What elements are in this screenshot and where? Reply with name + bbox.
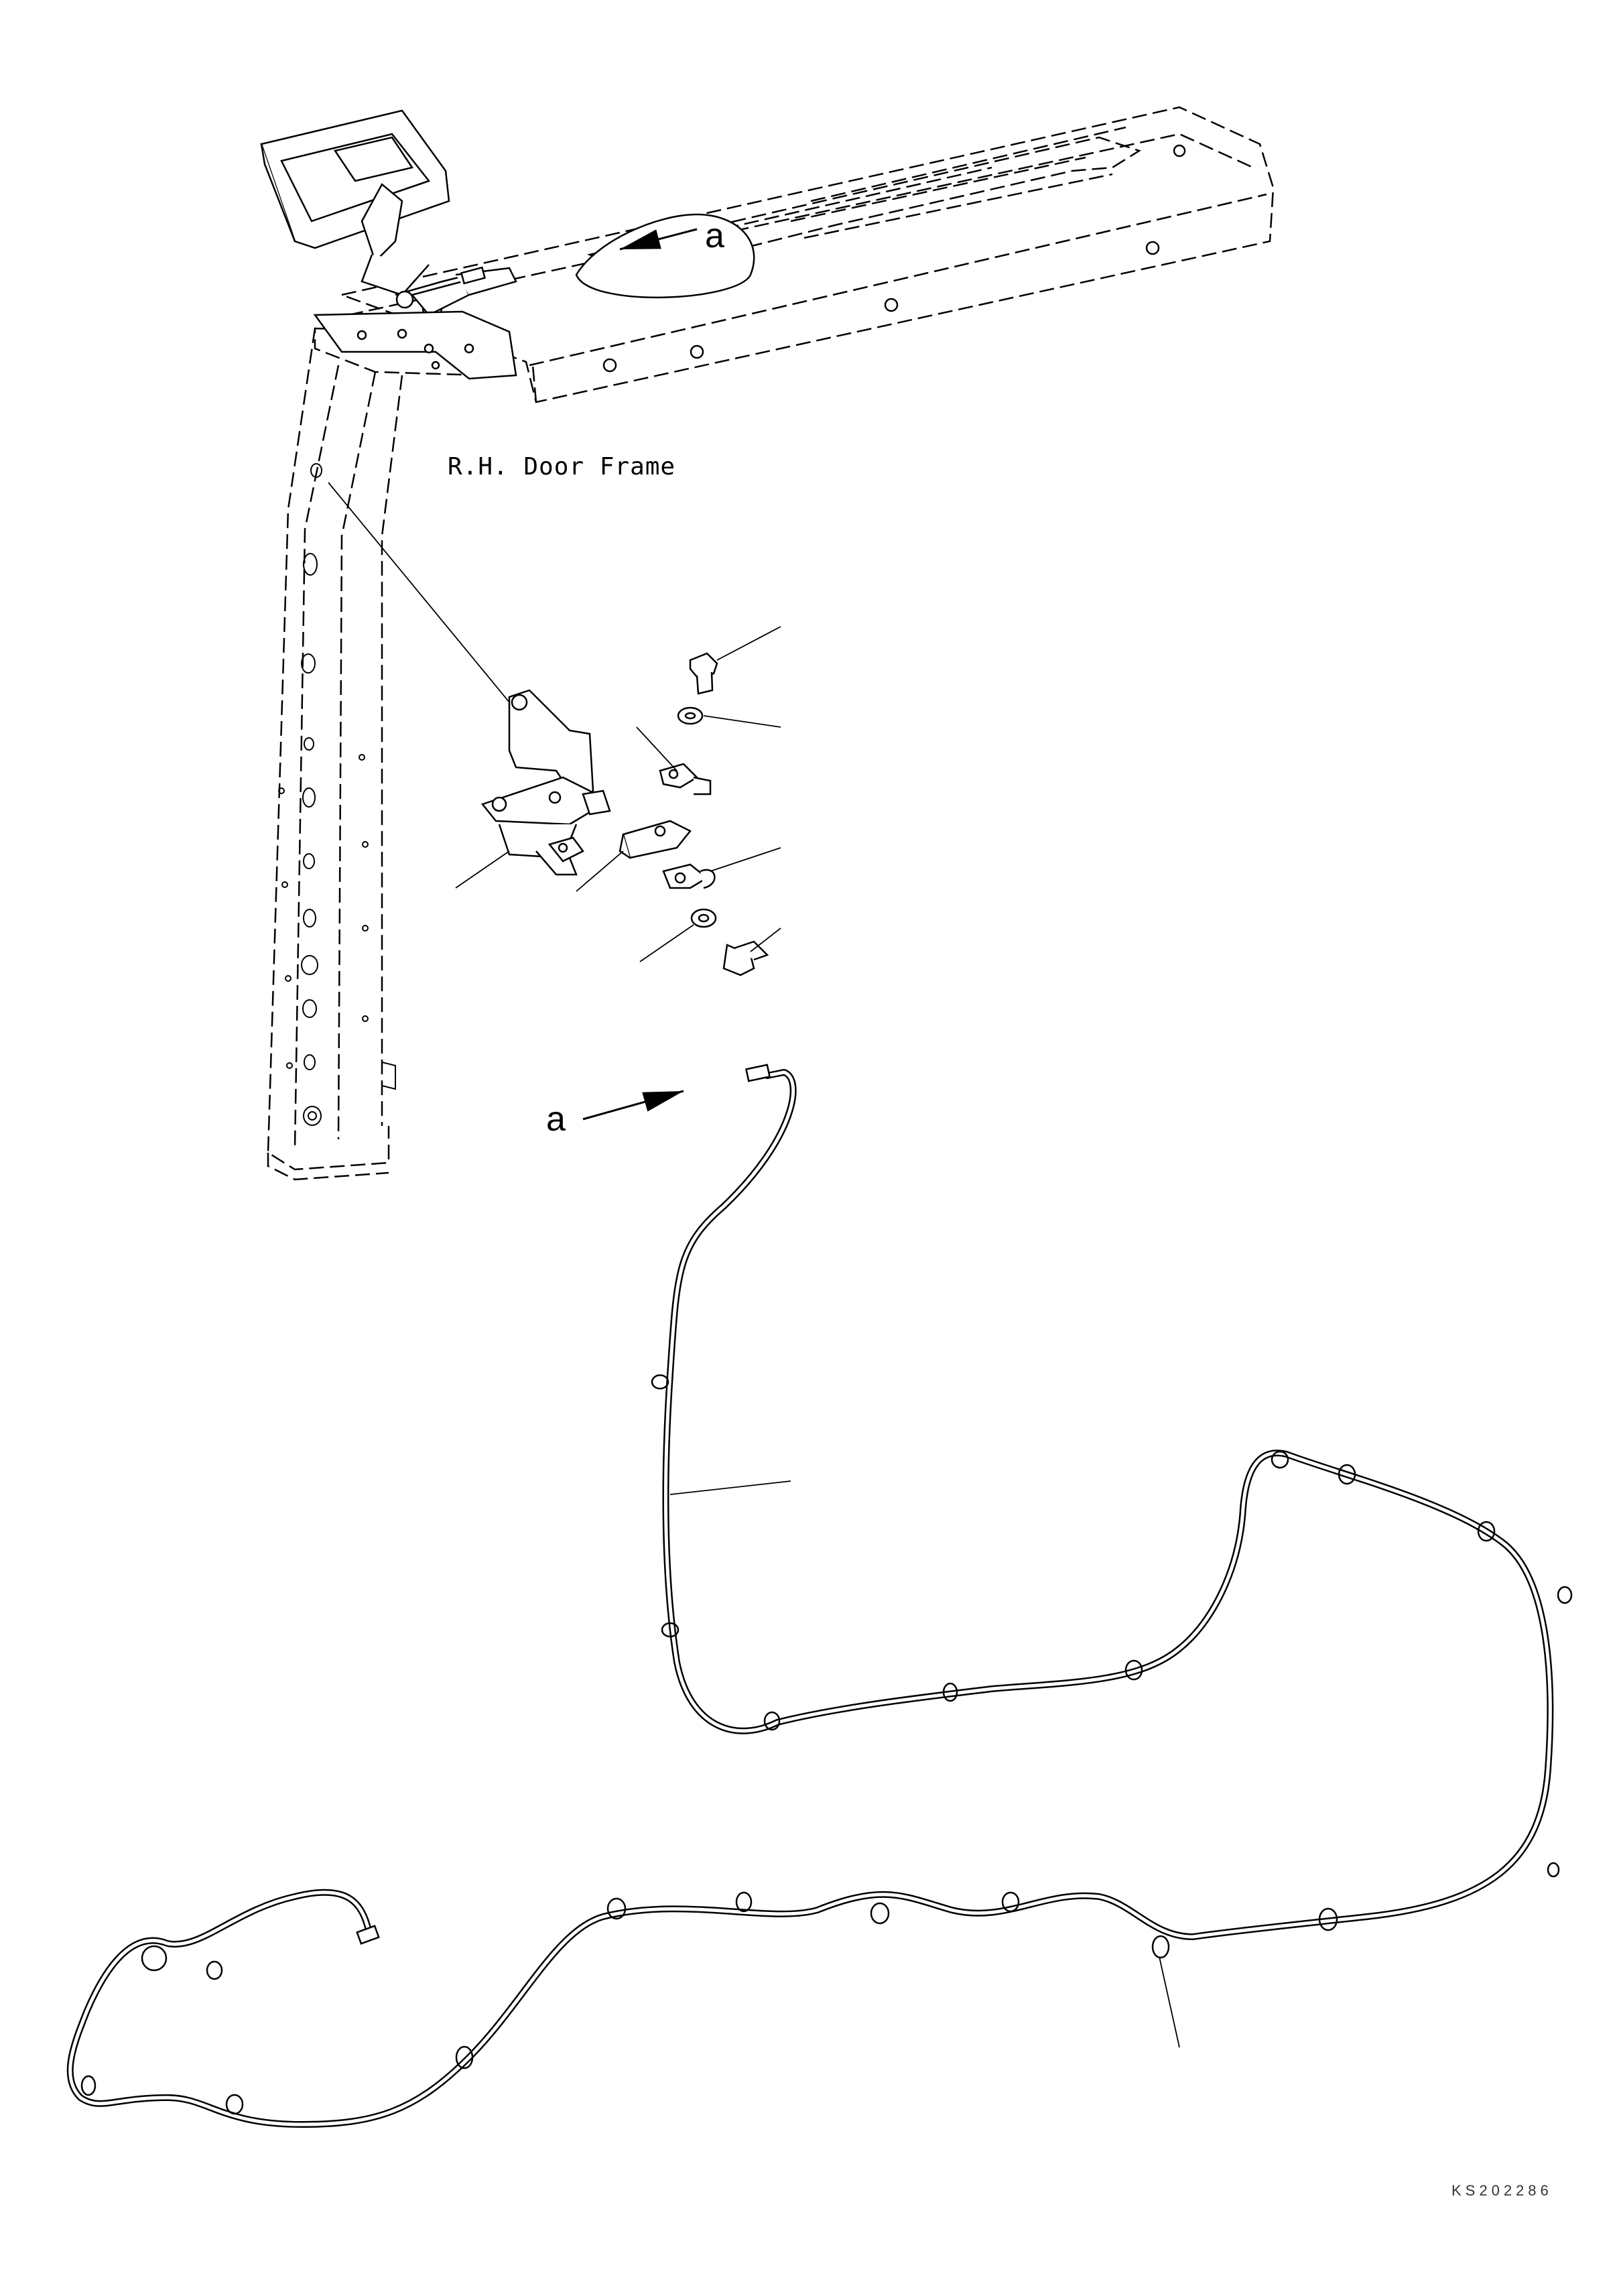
arrow-label-mid: a [546, 1100, 566, 1139]
wiring-harness [66, 1069, 1554, 2128]
washer-top [677, 706, 704, 725]
callout-lines [455, 626, 1180, 2048]
bolt-bottom [722, 940, 769, 976]
wiring-route-marker [575, 213, 755, 298]
door-frame-pillar [267, 327, 484, 1181]
p-clip-top [659, 763, 712, 795]
p-clip-bottom [662, 863, 716, 889]
clamp-plate [619, 820, 692, 859]
mounting-bracket [480, 689, 611, 876]
arrow-label-top: a [705, 216, 724, 255]
bolt-top [689, 652, 718, 695]
arrow-mid [582, 1090, 684, 1121]
drawing-number: KS202286 [1451, 2182, 1553, 2199]
washer-bottom [690, 908, 717, 928]
work-lamp [260, 109, 517, 319]
roof-mount-bracket [313, 310, 517, 380]
pillar-holes [278, 463, 396, 1126]
harness-connector [356, 1064, 771, 1945]
arrow-top [619, 228, 698, 251]
harness-clamps [80, 1374, 1573, 2115]
leader-line [328, 482, 517, 711]
door-frame-label: R.H. Door Frame [448, 453, 676, 481]
